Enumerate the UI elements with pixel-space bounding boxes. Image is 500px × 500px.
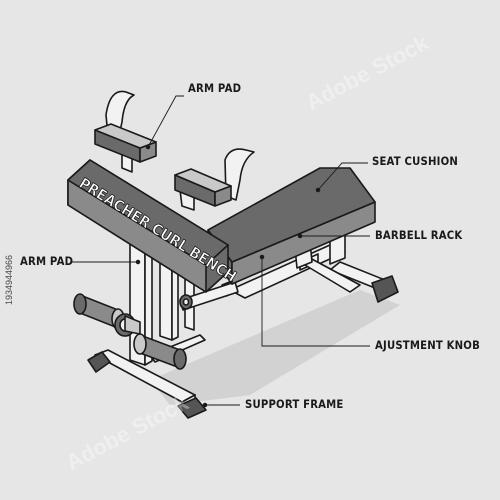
- arm-pad-top: [94, 123, 157, 163]
- adjustment-knob: [179, 294, 193, 310]
- leader-arm-pad-top: [147, 95, 184, 148]
- leader-lines: [70, 95, 370, 408]
- label-seat-cushion: SEAT CUSHION: [372, 154, 459, 168]
- front-foot-left: [87, 351, 111, 373]
- label-arm-pad-left: ARM PAD: [20, 254, 74, 268]
- leg-roller-lower: [133, 333, 187, 370]
- stock-id: 1934944966: [4, 254, 14, 305]
- rear-foot-right: [371, 275, 399, 303]
- roller-hub: [114, 313, 141, 337]
- preacher-pad: [67, 159, 229, 293]
- front-foot-right: [177, 397, 207, 419]
- label-arm-pad-top: ARM PAD: [188, 81, 242, 95]
- label-support-frame: SUPPORT FRAME: [245, 397, 344, 411]
- label-adjustment-knob: AJUSTMENT KNOB: [375, 338, 480, 352]
- arm-pad-right: [174, 168, 232, 207]
- leader-adjustment-knob: [261, 257, 370, 347]
- floor-shadow: [150, 290, 400, 405]
- leader-seat-cushion: [317, 162, 368, 191]
- label-barbell-rack: BARBELL RACK: [375, 228, 463, 242]
